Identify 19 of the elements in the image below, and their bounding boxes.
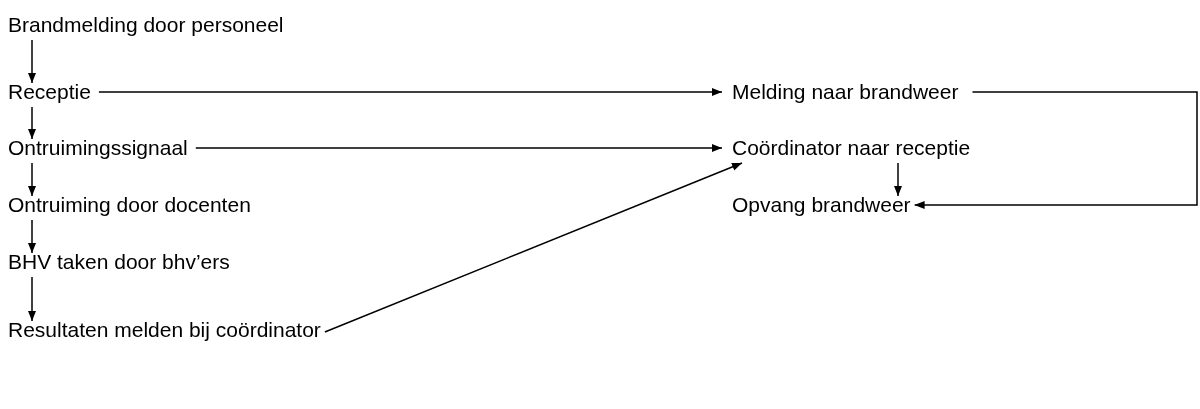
step-label: BHV taken door bhv’ers bbox=[8, 249, 230, 275]
step-label: Opvang brandweer bbox=[732, 192, 911, 218]
step-label: Brandmelding door personeel bbox=[8, 12, 284, 38]
arrow bbox=[913, 91, 1198, 209]
arrow bbox=[28, 219, 36, 254]
arrow bbox=[894, 162, 902, 197]
arrow bbox=[195, 144, 723, 152]
arrow bbox=[324, 162, 743, 333]
arrow bbox=[28, 162, 36, 197]
step-label: Ontruimingssignaal bbox=[8, 135, 188, 161]
arrow bbox=[98, 88, 723, 96]
arrow bbox=[28, 39, 36, 84]
step-label: Resultaten melden bij coördinator bbox=[8, 317, 321, 343]
arrow bbox=[28, 106, 36, 140]
step-label: Melding naar brandweer bbox=[732, 79, 959, 105]
step-label: Receptie bbox=[8, 79, 91, 105]
step-label: Coördinator naar receptie bbox=[732, 135, 971, 161]
arrow bbox=[28, 276, 36, 322]
step-label: Ontruiming door docenten bbox=[8, 192, 251, 218]
